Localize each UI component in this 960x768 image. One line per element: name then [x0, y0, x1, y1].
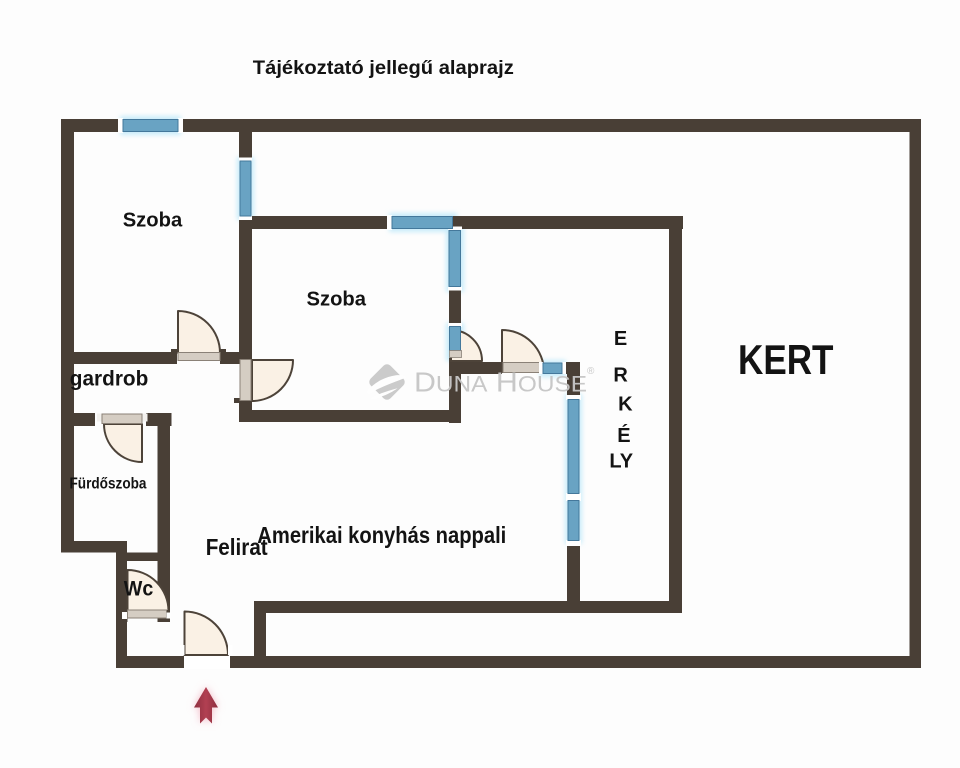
svg-text:Fürdőszoba: Fürdőszoba [70, 476, 147, 493]
svg-text:®: ® [587, 366, 595, 377]
svg-text:E: E [614, 328, 627, 350]
svg-text:K: K [618, 394, 633, 416]
svg-text:Tájékoztató jellegű alaprajz: Tájékoztató jellegű alaprajz [253, 57, 514, 79]
svg-text:KERT: KERT [738, 336, 834, 383]
svg-text:Szoba: Szoba [123, 209, 183, 232]
svg-text:Felirat: Felirat [206, 534, 268, 560]
svg-text:Amerikai konyhás nappali: Amerikai konyhás nappali [257, 522, 506, 548]
svg-text:É: É [617, 424, 630, 447]
svg-text:gardrob: gardrob [70, 368, 149, 391]
svg-text:R: R [613, 365, 628, 387]
svg-text:Szoba: Szoba [307, 288, 367, 311]
svg-text:Wc: Wc [124, 577, 154, 601]
svg-text:LY: LY [609, 451, 633, 473]
